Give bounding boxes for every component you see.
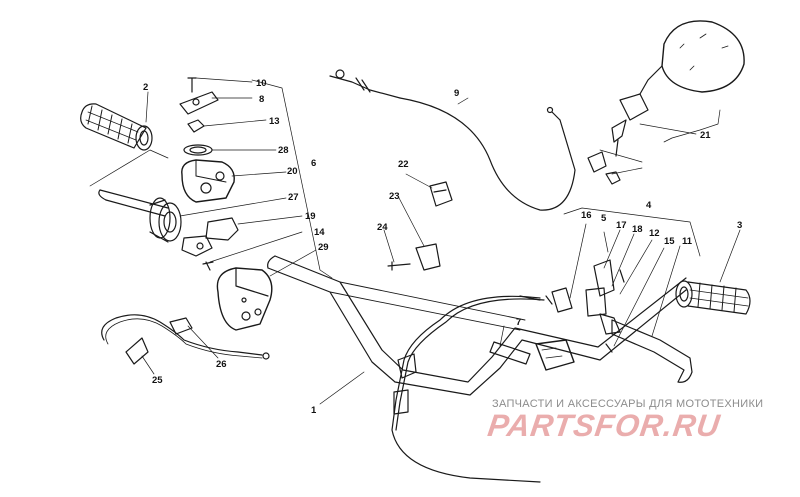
callout-25: 25 — [152, 375, 163, 386]
left-switch-housing — [216, 267, 273, 331]
watermark-caption: ЗАПЧАСТИ И АКСЕССУАРЫ ДЛЯ МОТОТЕХНИКИ — [492, 398, 764, 410]
callout-9: 9 — [454, 88, 459, 99]
cable-lower — [391, 295, 553, 483]
callout-27: 27 — [288, 192, 299, 203]
callout-28: 28 — [278, 145, 289, 156]
callout-11: 11 — [682, 236, 693, 247]
right-grip — [675, 280, 751, 315]
callout-5: 5 — [601, 213, 607, 224]
callout-20: 20 — [287, 166, 298, 177]
callout-22: 22 — [398, 159, 409, 170]
handlebar-tube — [98, 189, 687, 396]
leader-lines — [89, 77, 741, 405]
callout-12: 12 — [649, 228, 660, 239]
callout-1: 1 — [311, 405, 317, 416]
callout-labels: 1 2 3 4 5 6 7 8 9 10 11 12 13 14 15 16 1… — [143, 78, 742, 416]
mirror-assembly — [587, 20, 745, 185]
callout-23: 23 — [389, 191, 400, 202]
callout-16: 16 — [581, 210, 592, 221]
right-controls — [535, 259, 693, 383]
callout-19: 19 — [305, 211, 316, 222]
callout-13: 13 — [269, 116, 280, 127]
callout-17: 17 — [616, 220, 627, 231]
callout-3: 3 — [737, 220, 742, 231]
callout-18: 18 — [632, 224, 643, 235]
callout-6: 6 — [311, 158, 316, 169]
callout-7: 7 — [516, 317, 521, 328]
watermark-logo: PARTSFOR.RU — [485, 408, 723, 443]
wiring-harness — [101, 314, 270, 365]
callout-24: 24 — [377, 222, 388, 233]
left-grip — [80, 103, 153, 151]
callout-26: 26 — [216, 359, 227, 370]
callout-4: 4 — [646, 200, 652, 211]
callout-10: 10 — [256, 78, 267, 89]
callout-8: 8 — [259, 94, 264, 105]
callout-29: 29 — [318, 242, 329, 253]
callout-15: 15 — [664, 236, 675, 247]
callout-14: 14 — [314, 227, 325, 238]
cable-upper — [329, 69, 576, 211]
throttle-assembly — [149, 77, 239, 271]
callout-21: 21 — [700, 130, 711, 141]
cable-clips — [387, 181, 453, 271]
callout-2: 2 — [143, 82, 148, 93]
